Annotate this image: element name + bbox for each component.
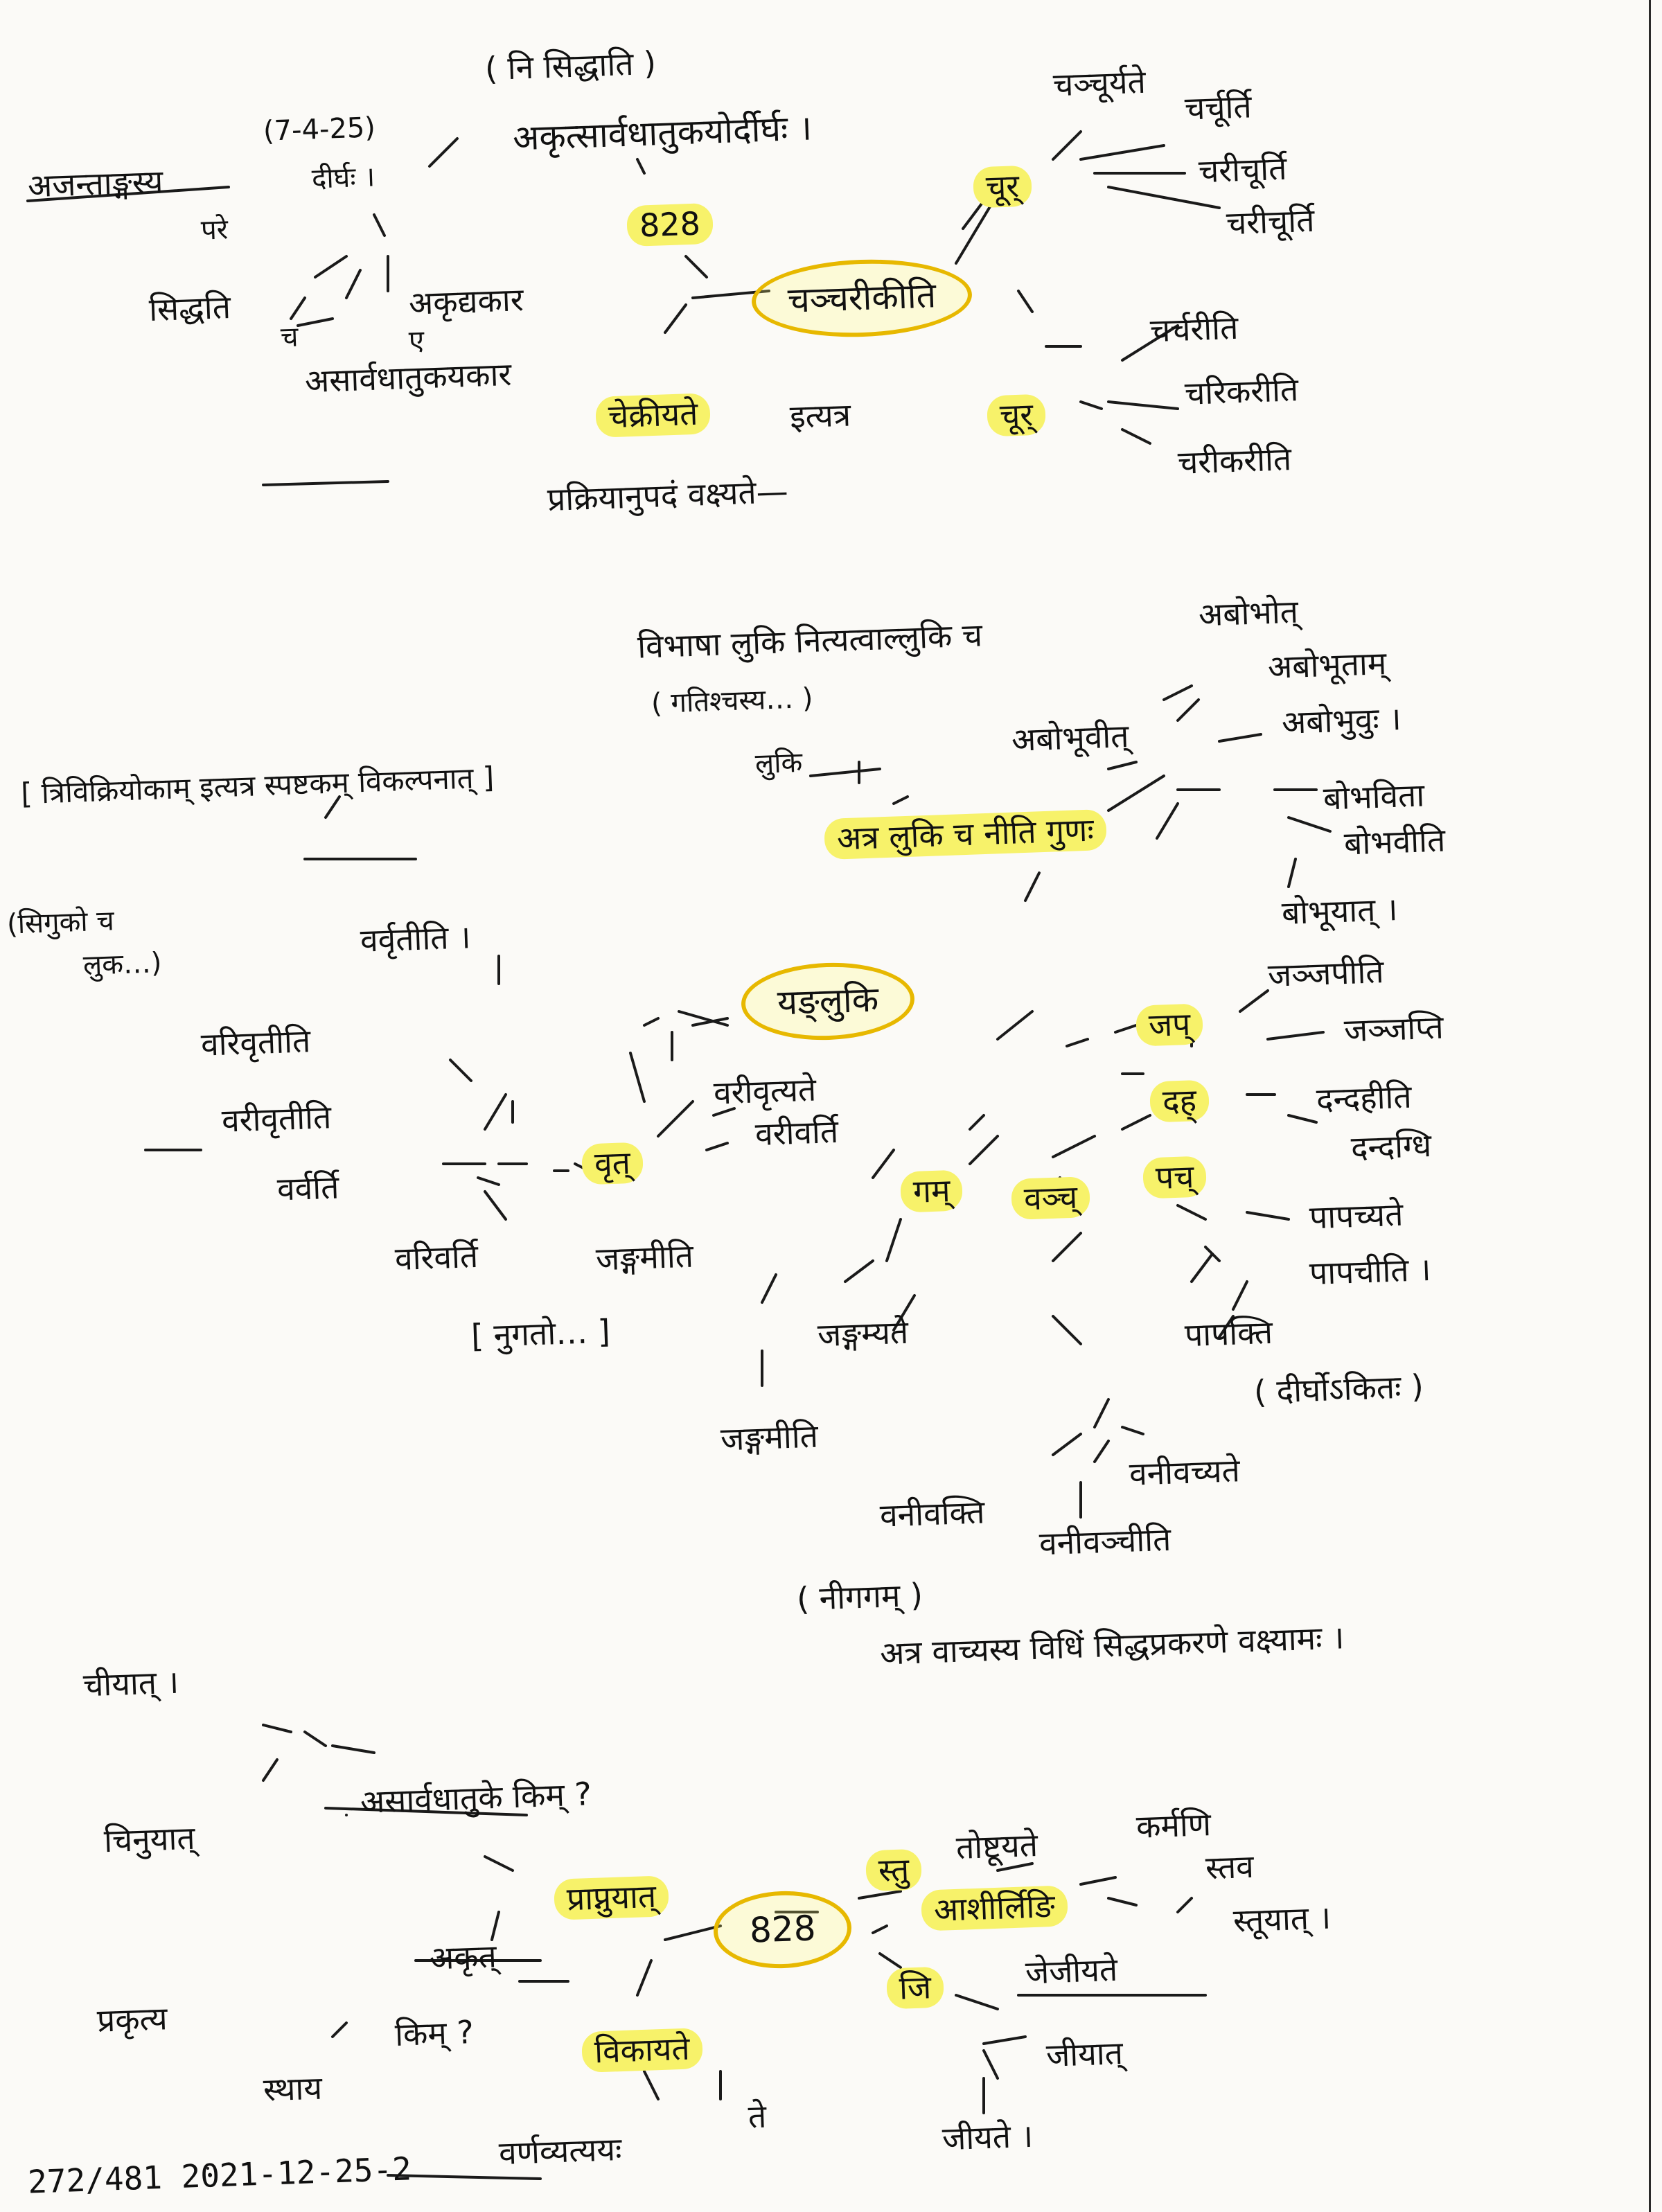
form-charchariti: चर्चरीति — [1149, 308, 1239, 350]
branch-vanch: वञ्च् — [1011, 1176, 1091, 1220]
form-charikariti: चरिकरीति — [1184, 371, 1300, 412]
note-nugato: [ नुगतो… ] — [470, 1312, 611, 1355]
form-varivarti-2: वरीवर्ति — [754, 1112, 839, 1153]
karmani-label: कर्मणि — [1135, 1805, 1212, 1846]
pare-label: परे — [200, 213, 229, 247]
form-papacyate: पापच्यते — [1309, 1195, 1404, 1237]
form-chanchuryate: चञ्चूर्यते — [1052, 62, 1147, 104]
note-top: ( नि सिद्धाति ) — [484, 44, 657, 88]
form-jejiyate: जेजीयते — [1025, 1950, 1118, 1992]
form-ababhutam: अबोभूताम् — [1267, 644, 1388, 686]
branch-pach: पच् — [1142, 1156, 1208, 1199]
form-jañjapiti: जञ्जपीति — [1267, 953, 1385, 994]
form-prakrtya: प्रकृत्य — [96, 1999, 168, 2040]
note-dirgha: ( दीर्घोऽकितः ) — [1253, 1367, 1424, 1411]
form-ciyat: चीयात् । — [82, 1663, 179, 1704]
siddhati-label: सिद्धति — [148, 287, 231, 329]
form-dandagdhi: दन्दग्धि — [1350, 1126, 1433, 1167]
form-ababhuvuh: अबोभुवुः । — [1281, 700, 1402, 741]
question-asarva: असार्वधातुके किम् ? — [360, 1775, 592, 1821]
form-varivrtiti: वरिवृतीति — [200, 1022, 312, 1063]
form-ababhuvit: अबोभूवीत् — [1011, 717, 1130, 759]
highlight-vikhayate: विकायते — [581, 2027, 703, 2073]
form-jañjapti: जञ्जप्ति — [1343, 1008, 1444, 1050]
form-jiyate: जीयते । — [941, 2116, 1034, 2158]
form-bobhaviti: बोभवीति — [1343, 821, 1447, 862]
akrt-label: अकृत् — [429, 1937, 497, 1977]
highlight-prapnuyat: प्राप्नुयात् — [554, 1875, 670, 1920]
branch-chur-1: चूर् — [973, 165, 1033, 209]
form-cinuyat: चिनुयात् — [103, 1819, 196, 1860]
form-stuyat: स्तूयात् । — [1232, 1898, 1332, 1940]
dirgha-label: दीर्घः । — [311, 161, 375, 195]
form-charchurti: चर्चूर्ति — [1184, 87, 1253, 127]
form-bobhavita: बोभविता — [1323, 776, 1426, 817]
varnavyatyaya-label: वर्णव्यत्ययः — [498, 2130, 623, 2173]
branch-stu: स्तु — [865, 1848, 923, 1891]
form-vanivanchiti: वनीवञ्चीति — [1038, 1520, 1172, 1563]
note-gatishasya: ( गतिश्चस्य… ) — [651, 682, 814, 720]
date-label: (7-4-25) — [263, 112, 376, 148]
form-papaciti: पापचीति । — [1309, 1250, 1432, 1293]
page-edge-line — [1649, 0, 1651, 2212]
form-varivrtiti-2: वरीवृतीति — [221, 1098, 333, 1140]
branch-gam: गम् — [900, 1169, 964, 1213]
e-label: ए — [408, 324, 425, 357]
form-varivarti: वरिवर्ति — [394, 1237, 479, 1278]
form-charikariti-2: चरीकरीति — [1177, 440, 1293, 481]
form-jangamiti: जङ्गमीति — [595, 1237, 694, 1278]
form-vanivakti: वनीवक्ति — [879, 1493, 986, 1534]
form-ababhot: अबोभोत् — [1198, 592, 1299, 634]
highlight-chekriyate: चेक्रीयते — [595, 393, 711, 438]
akrdakara-label: अकृद्यकार — [408, 281, 524, 322]
luki-label: लुकि — [754, 746, 803, 781]
form-vavarti: वर्वर्ति — [276, 1168, 340, 1208]
form-jangamyate: जङ्गम्यते — [817, 1313, 910, 1354]
ta-label: ते — [748, 2097, 768, 2136]
form-varivrtyate: वरीवृत्यते — [713, 1070, 817, 1112]
kim-label: किम् ? — [394, 2013, 475, 2053]
branch-ji: जि — [886, 1966, 945, 2010]
branch-vrt: वृत् — [581, 1142, 644, 1185]
ajantangasya-label: अजन्ताङ्गस्य — [27, 162, 164, 205]
prakriya-note: प्रक्रियानुपदं वक्ष्यते— — [547, 472, 789, 519]
luka-label: लुक…) — [82, 947, 163, 982]
asarva-label: असार्वधातुकयकार — [304, 355, 513, 400]
form-sthaya: स्थाय — [263, 2069, 323, 2109]
sutra-number-828: 828 — [626, 202, 714, 247]
siguko-label: (सिगुको च — [6, 905, 115, 941]
form-charichurti: चरीचूर्ति — [1198, 149, 1288, 191]
form-toshtuyate: तोष्टूयते — [955, 1825, 1038, 1867]
cha-label: च — [280, 321, 299, 354]
form-vanivacyate: वनीवच्यते — [1129, 1451, 1241, 1493]
form-papakti: पापक्ति — [1184, 1313, 1273, 1354]
branch-dah: दह् — [1149, 1079, 1210, 1123]
form-jiyat: जीयात् — [1045, 2034, 1124, 2074]
branch-chur-2: चूर् — [987, 393, 1047, 437]
note-nigagama: ( नीगगम् ) — [796, 1575, 923, 1618]
form-charichurti-2: चरीचूर्ति — [1226, 201, 1316, 242]
stava-label: स्तव — [1205, 1847, 1255, 1887]
form-bobhuyat: बोभूयात् । — [1281, 890, 1399, 932]
form-dandahiti: दन्दहीति — [1316, 1077, 1413, 1119]
branch-jap: जप् — [1135, 1003, 1204, 1047]
highlight-ashirlin: आशीर्लिङि — [921, 1885, 1068, 1931]
form-jangamiti-2: जङ्गमीति — [720, 1417, 819, 1458]
form-vavrtiti: वर्वृतीति । — [360, 918, 472, 959]
ityatra-label: इत्यत्र — [789, 396, 851, 436]
